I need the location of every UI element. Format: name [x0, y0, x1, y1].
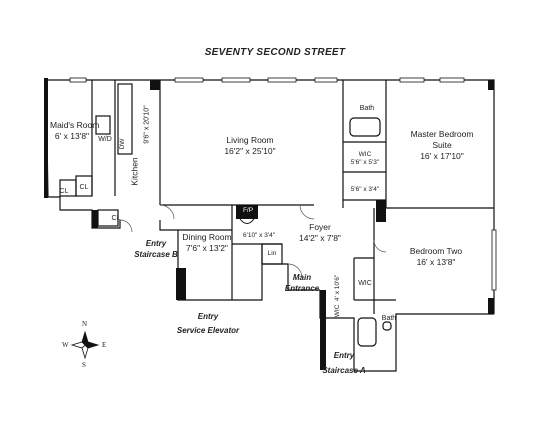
closet-master-dims: 5'6" x 3'4" — [350, 186, 380, 193]
wic-two-label: WIC — [358, 280, 372, 287]
foyer-dims: 14'2" x 7'8" — [299, 233, 341, 243]
entry-service-elevator-line1: Entry — [197, 312, 219, 321]
wic-hall-dims: 4' x 10'6" — [334, 274, 341, 301]
entry-service-elevator: Entry Service Elevator — [168, 311, 248, 336]
kitchen-dims: 9'6" x 20'10" — [143, 105, 151, 144]
wic-master-label: WIC 5'6" x 5'3" — [345, 151, 385, 167]
entry-service-elevator-line2: Service Elevator — [176, 326, 240, 335]
bath-two-label: Bath — [381, 315, 397, 322]
wic-master-dims: 5'6" x 5'3" — [350, 159, 380, 166]
maids-room-dims: 6' x 13'8" — [54, 131, 90, 141]
living-room-name: Living Room — [226, 135, 274, 145]
maids-room-label: Maid's Room 6' x 13'8" — [50, 120, 100, 142]
fireplace-label: F/P — [242, 207, 254, 214]
linen-label: Lin — [267, 250, 277, 257]
wic-master-name: WIC — [358, 151, 372, 158]
main-entrance-line2: Entrance — [284, 284, 320, 293]
wic-hall-label: WIC 4' x 10'6" — [334, 270, 342, 322]
bedroom-two-name: Bedroom Two — [409, 246, 463, 256]
living-room-dims: 16'2" x 25'10" — [224, 146, 276, 156]
living-room-label: Living Room 16'2" x 25'10" — [200, 135, 300, 157]
dining-room-name: Dining Room — [182, 232, 232, 242]
entry-staircase-b-line1: Entry — [145, 239, 167, 248]
compass-north: N — [82, 320, 88, 328]
entry-staircase-b-line2: Staircase B — [134, 250, 178, 259]
entry-staircase-a: Entry Staircase A — [314, 350, 374, 376]
plan-title: SEVENTY SECOND STREET — [204, 47, 346, 58]
dining-room-dims: 7'6" x 13'2" — [186, 243, 228, 253]
closet-label-1: CL — [59, 188, 69, 195]
washer-dryer-label: W/D — [98, 136, 112, 143]
compass-south: S — [82, 361, 86, 369]
foyer-name: Foyer — [309, 222, 331, 232]
master-bedroom-name-2: Suite — [432, 140, 452, 150]
main-entrance-line1: Main — [292, 273, 312, 282]
bedroom-two-label: Bedroom Two 16' x 13'8" — [396, 246, 476, 268]
master-bedroom-dims: 16' x 17'10" — [420, 151, 464, 161]
master-bath-label: Bath — [359, 105, 375, 112]
foyer-label: Foyer 14'2" x 7'8" — [290, 222, 350, 244]
main-entrance: Main Entrance — [280, 272, 324, 294]
bedroom-two-dims: 16' x 13'8" — [416, 257, 456, 267]
entry-staircase-a-line2: Staircase A — [322, 366, 366, 375]
maids-room-name: Maid's Room — [50, 120, 100, 130]
master-bedroom-label: Master Bedroom Suite 16' x 17'10" — [400, 129, 484, 162]
dishwasher-label: DW — [119, 138, 126, 150]
closet-foyer-dims: 6'10" x 3'4" — [242, 232, 276, 239]
compass-west: W — [62, 341, 69, 349]
compass-east: E — [102, 341, 107, 349]
kitchen-name: Kitchen — [129, 157, 140, 186]
dining-room-label: Dining Room 7'6" x 13'2" — [180, 232, 234, 254]
entry-staircase-a-line1: Entry — [333, 351, 355, 360]
closet-label-2: CL — [79, 184, 89, 191]
closet-label-3: CL — [111, 215, 121, 222]
entry-staircase-b: Entry Staircase B — [134, 238, 178, 260]
master-bedroom-name-1: Master Bedroom — [410, 129, 474, 139]
wic-hall-name: WIC — [334, 304, 341, 318]
